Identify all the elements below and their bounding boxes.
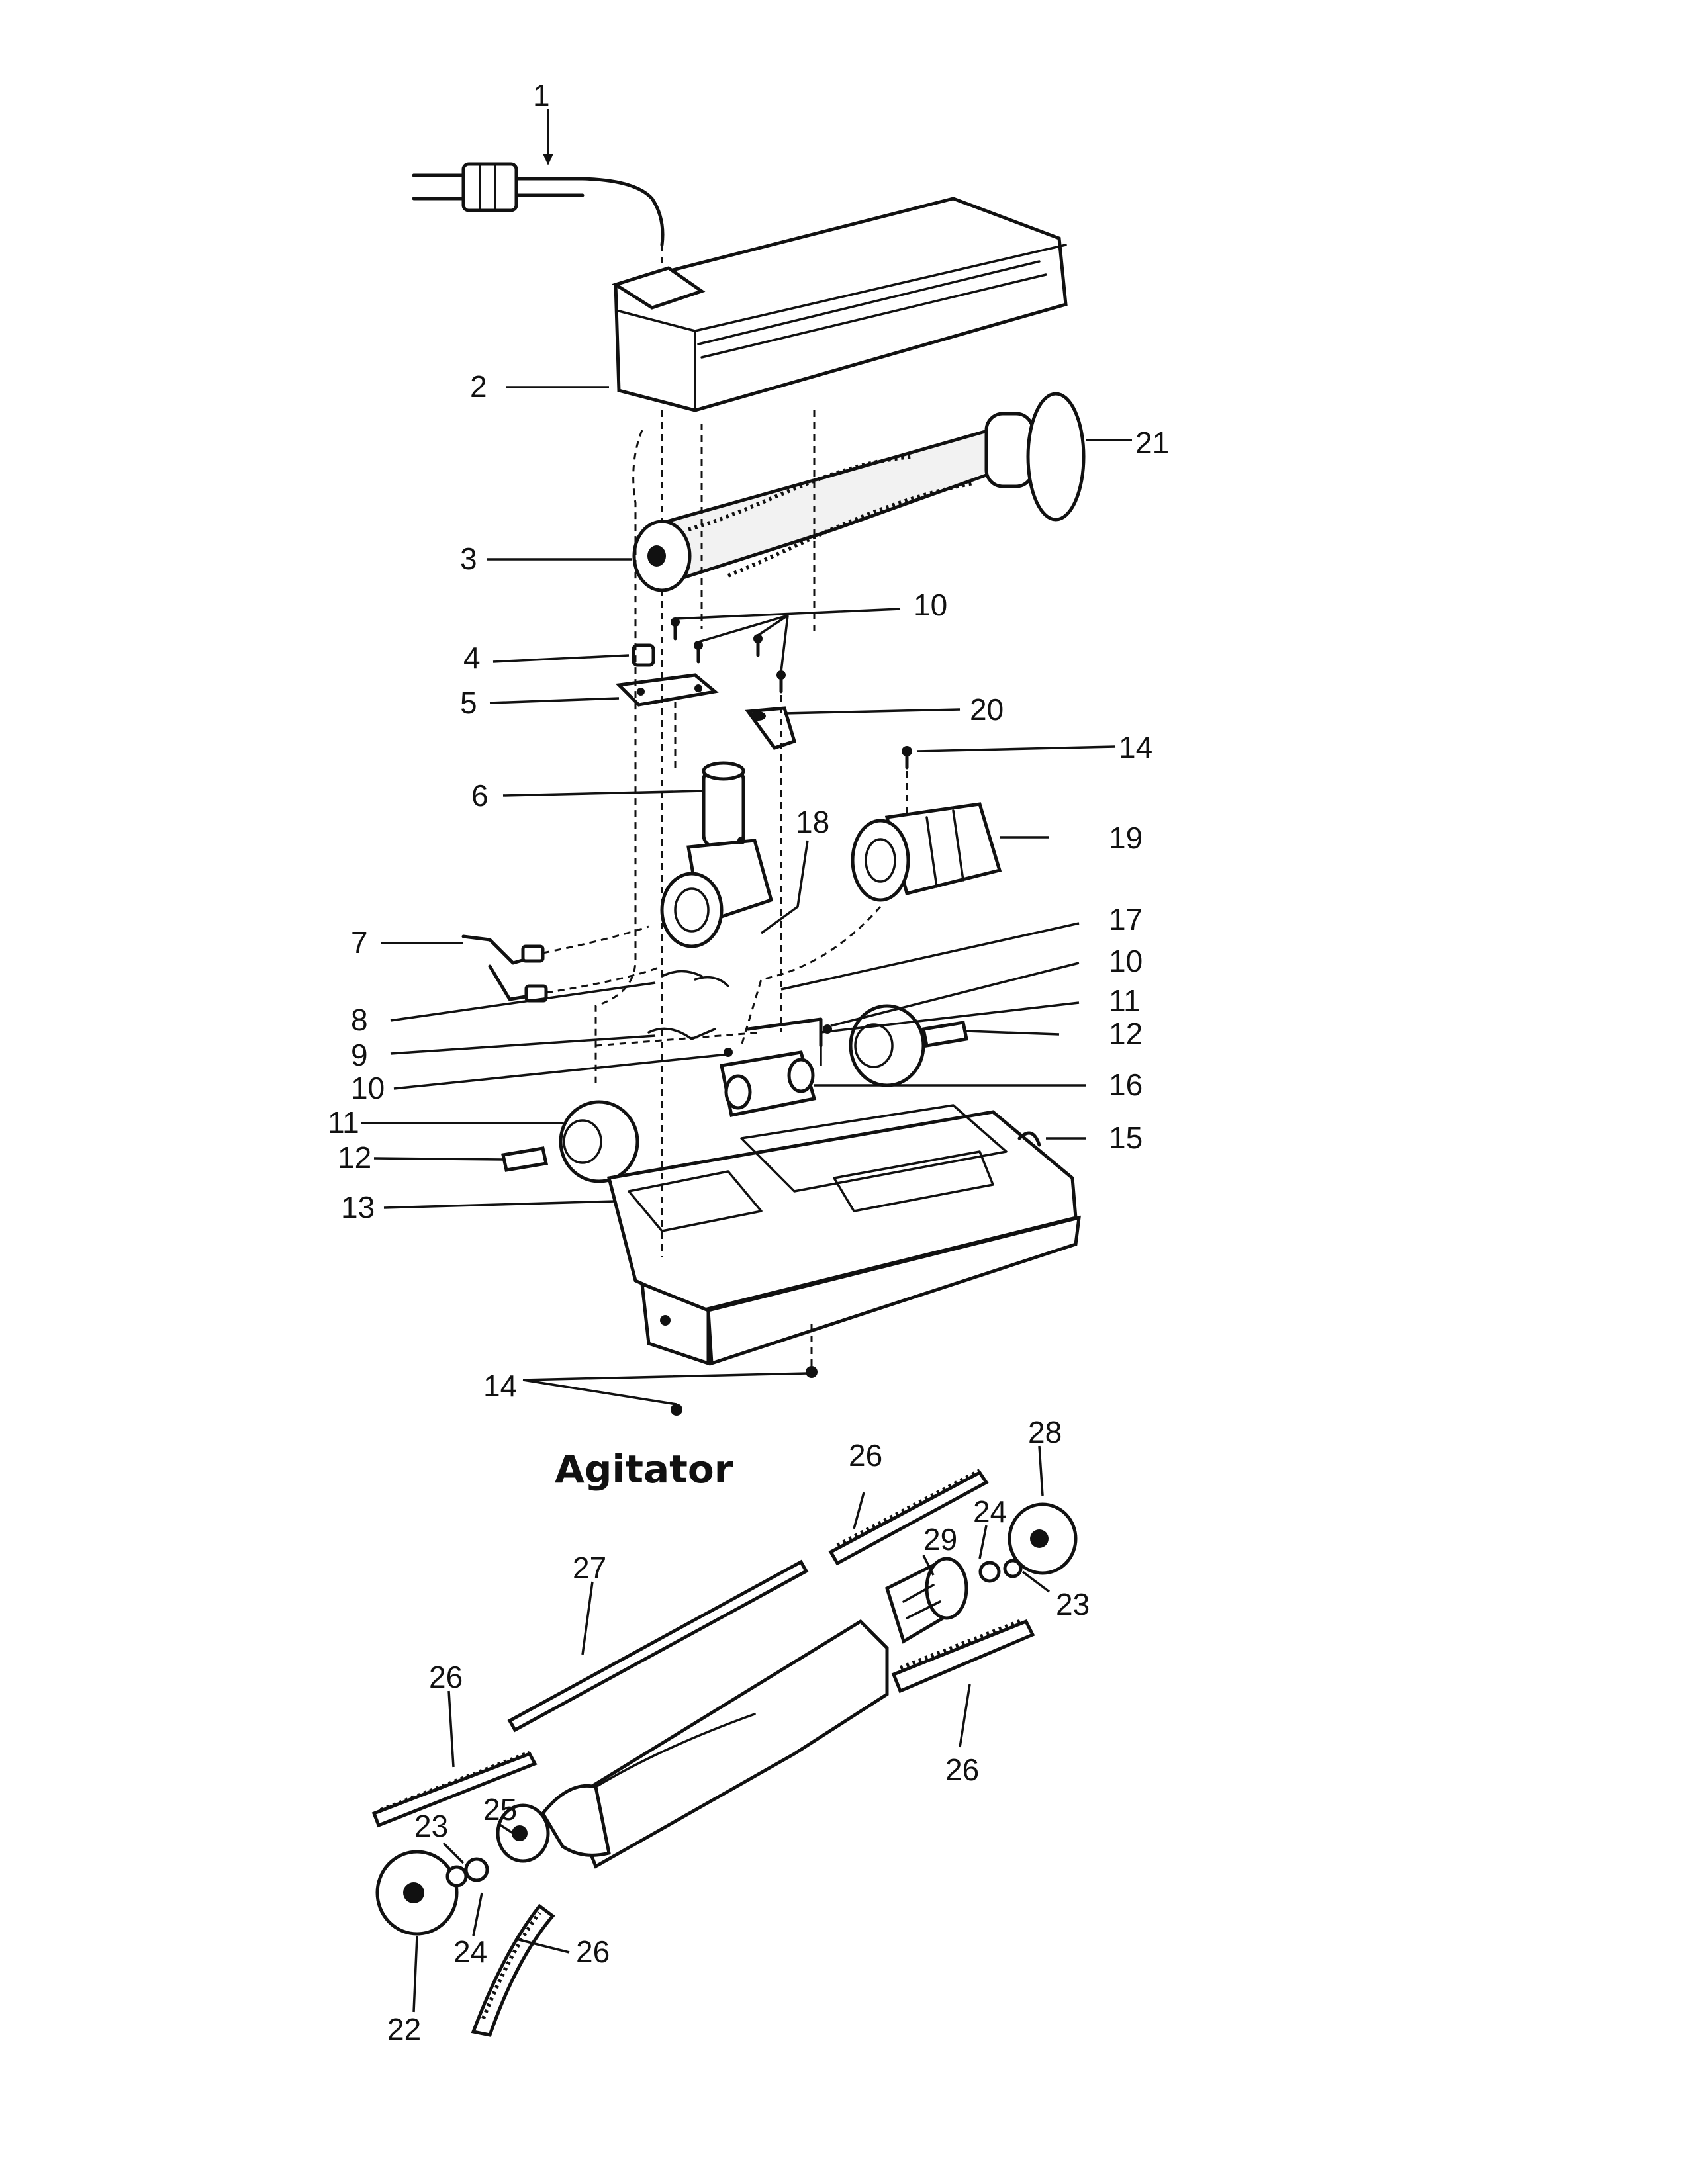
callout-14a: 14 (1119, 730, 1152, 764)
callout-11b: 11 (328, 1105, 359, 1140)
callout-26b: 26 (945, 1752, 979, 1787)
wheel-left (500, 1100, 639, 1183)
base-chassis (606, 1104, 1081, 1366)
power-cord-plug (412, 162, 665, 278)
callout-7: 7 (351, 925, 368, 960)
callout-12a: 12 (1109, 1017, 1143, 1051)
assembly-guide-lines (594, 410, 882, 1257)
callout-12b: 12 (338, 1140, 371, 1175)
callout-26d: 26 (576, 1934, 610, 1969)
upper-callout-labels: 1 2 3 21 10 4 5 20 14 6 18 19 7 17 10 8 … (328, 78, 1169, 1403)
motor-screw (902, 746, 912, 814)
callout-26a: 26 (849, 1438, 882, 1473)
callout-8: 8 (351, 1003, 368, 1037)
callout-2: 2 (470, 369, 487, 404)
switch-bracket (720, 1017, 832, 1117)
callout-11a: 11 (1109, 983, 1141, 1018)
callout-20: 20 (970, 692, 1004, 727)
bracket-and-cap (615, 643, 719, 707)
callout-21: 21 (1135, 426, 1169, 460)
callout-23a: 23 (1056, 1587, 1090, 1621)
callout-13: 13 (341, 1190, 375, 1224)
callout-5: 5 (460, 686, 477, 720)
callout-10a: 10 (914, 588, 947, 622)
motor (851, 802, 1002, 902)
callout-26c: 26 (429, 1660, 463, 1694)
callout-1: 1 (533, 78, 550, 113)
callout-19: 19 (1109, 821, 1143, 855)
agitator-leader-lines (412, 1445, 1051, 2013)
callout-6: 6 (471, 778, 489, 813)
wiring-harness (461, 925, 762, 1047)
callout-18: 18 (796, 805, 829, 839)
screw-group-top (671, 617, 786, 694)
agitator-body (540, 1619, 889, 1869)
callout-10b: 10 (1109, 944, 1143, 978)
callout-14b: 14 (483, 1369, 517, 1403)
brush-strip-upper-left (371, 1751, 538, 1828)
right-end-bearing (978, 1502, 1078, 1583)
callout-16: 16 (1109, 1068, 1143, 1102)
upper-leader-lines (361, 109, 1132, 1406)
callout-15: 15 (1109, 1120, 1143, 1155)
callout-4: 4 (463, 641, 481, 675)
agitator-pulley (884, 1557, 968, 1644)
callout-17: 17 (1109, 902, 1143, 936)
agitator-section-title: Agitator (555, 1447, 733, 1492)
base-screws (671, 1324, 818, 1416)
callout-22: 22 (387, 2012, 421, 2046)
callout-10c: 10 (351, 1071, 385, 1105)
callout-28: 28 (1028, 1415, 1062, 1449)
callout-27: 27 (573, 1551, 606, 1585)
callout-25: 25 (483, 1792, 517, 1827)
brush-strip-lower-right (891, 1618, 1035, 1694)
brushroll-assembly (632, 392, 1086, 592)
callout-29: 29 (923, 1522, 957, 1557)
callout-24b: 24 (453, 1934, 487, 1969)
nozzle-coupling (660, 761, 774, 948)
top-cover-housing (612, 197, 1068, 412)
bracket-clip (745, 706, 797, 750)
agitator-callout-labels: 26 28 24 29 23 27 26 26 23 25 24 26 22 (387, 1415, 1090, 2046)
callout-24a: 24 (973, 1494, 1007, 1529)
left-end-bearing (375, 1803, 550, 1936)
brush-strip-upper-right (828, 1469, 989, 1566)
callout-23b: 23 (414, 1809, 448, 1843)
agitator-shaft (507, 1559, 809, 1733)
brush-strip-lower-left (471, 1903, 555, 2037)
callout-9: 9 (351, 1038, 368, 1072)
callout-3: 3 (460, 541, 477, 576)
